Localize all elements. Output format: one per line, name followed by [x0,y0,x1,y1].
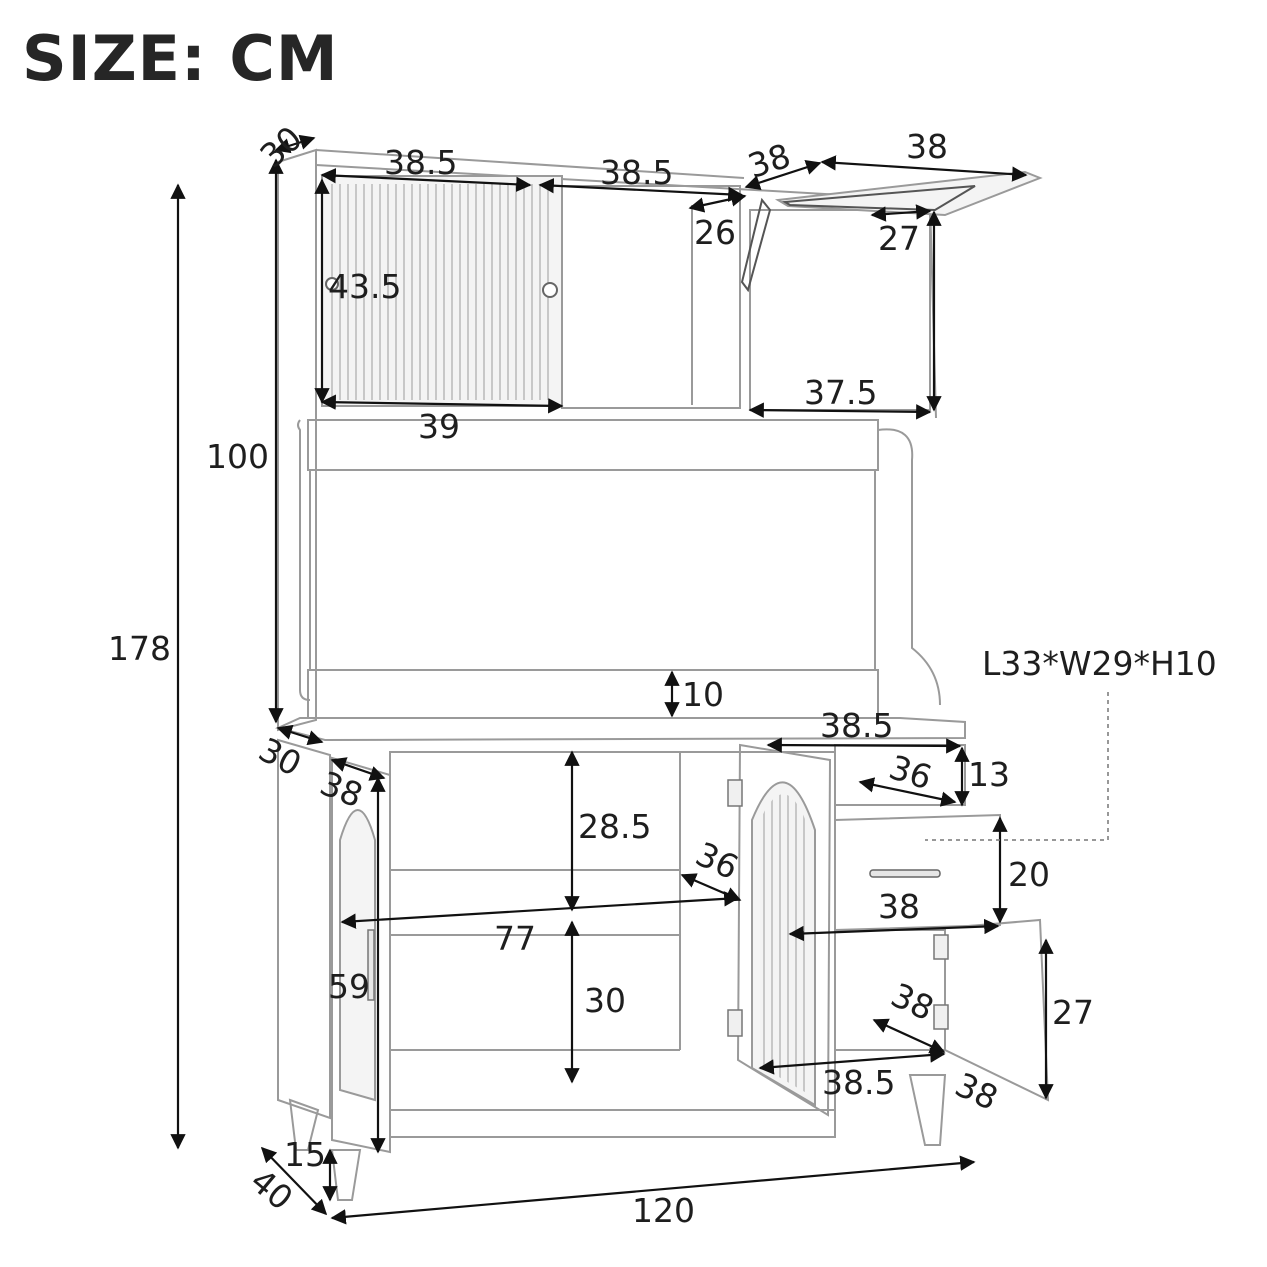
drawer-handle [869,869,941,878]
dim-right-cabinet-height: 27 [1052,993,1094,1032]
dim-top-door-height: 43.5 [328,267,401,306]
dim-inner-depth-mid: 26 [694,213,736,252]
dim-drawer-area-width: 38.5 [820,706,893,745]
drawer-spec-label: L33*W29*H10 [982,644,1217,683]
dim-upper-drawer-height: 13 [968,755,1010,794]
dim-hutch-height: 100 [206,437,269,476]
upper-rail [307,419,879,471]
dimension-lines [170,134,1109,1225]
cabinet-illustration [274,148,1050,1201]
hinge [727,779,743,807]
dim-shelf-width: 77 [494,919,536,958]
dim-counter-depth: 30 [252,730,307,784]
dim-lower-shelf-height: 30 [584,981,626,1020]
dim-top-depth: 30 [252,118,309,175]
dim-leg-height: 15 [284,1135,326,1174]
dim-shelf-depth: 36 [690,834,745,887]
dim-top-cabinet-width: 39 [418,407,460,446]
dim-flap-depth: 38 [743,136,795,186]
dim-drawer-height: 20 [1008,855,1050,894]
back-panel [309,469,876,671]
front-left-leg [330,1149,362,1201]
dim-mid-door-width: 38.5 [822,1063,895,1102]
front-right-leg [908,1074,947,1146]
middle-door [736,743,832,1117]
countertop [274,717,966,742]
dim-door-height: 59 [328,967,370,1006]
dim-flap-width: 38 [906,127,948,166]
dim-drawer-width: 38 [878,887,920,926]
dim-right-cabinet-width: 37.5 [804,373,877,412]
lower-drawer [834,813,1001,932]
dim-total-height: 178 [108,629,171,668]
dim-total-width: 120 [632,1191,695,1230]
backsplash [307,669,879,719]
right-door [944,918,1050,1102]
top-door-knob [542,282,558,298]
dim-top-door-left-width: 38.5 [384,143,457,182]
dim-backsplash-height: 10 [682,675,724,714]
gas-strut [740,197,772,293]
dim-inner-depth-right: 27 [878,219,920,258]
dim-top-door-mid-width: 38.5 [600,153,673,192]
page-title: SIZE: CM [22,22,339,95]
right-side-panel [877,428,941,706]
dim-upper-shelf-height: 28.5 [578,807,651,846]
dim-right-cabinet-depth: 38 [949,1065,1004,1118]
dim-right-door-width: 38 [885,975,940,1028]
dimension-labels: 30 38.5 38.5 38 38 26 27 43.5 39 37.5 10… [108,118,1217,1230]
dim-left-door-width: 38 [315,763,369,815]
